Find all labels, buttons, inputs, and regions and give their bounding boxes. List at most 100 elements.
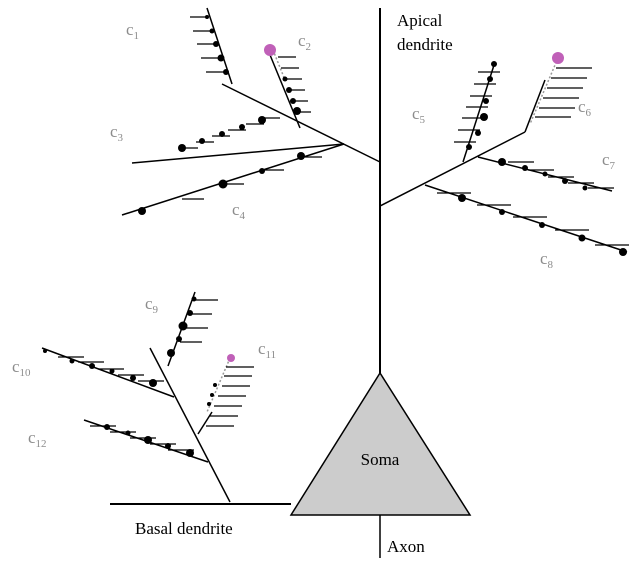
- c4-synapse: [297, 152, 305, 160]
- c9-synapse: [191, 296, 197, 302]
- c10-synapse: [109, 368, 115, 374]
- c12-synapse: [165, 443, 171, 449]
- c8-synapse: [499, 209, 505, 215]
- c10-synapse: [149, 379, 157, 387]
- cluster-index: 12: [36, 438, 47, 450]
- branch-c10: [41, 347, 175, 398]
- apical-dendrite-label-line2: dendrite: [397, 35, 453, 54]
- branch-upper-right: [379, 131, 526, 207]
- cluster-index: 7: [610, 160, 616, 172]
- cluster-index: 6: [586, 107, 592, 119]
- c4-synapse: [218, 179, 228, 189]
- c2-synapse: [286, 87, 292, 93]
- basal-dendrite-label: Basal dendrite: [135, 519, 233, 538]
- c10-synapse: [130, 375, 136, 381]
- branch-c11-solid: [197, 411, 213, 435]
- c1-synapse: [205, 15, 209, 19]
- c5-synapse: [487, 76, 493, 82]
- cluster-index: 9: [153, 304, 159, 316]
- cluster-letter: c: [412, 104, 420, 123]
- c9-synapse: [167, 349, 175, 357]
- apical-dendrite-label-line1: Apical: [397, 11, 443, 30]
- cluster-index: 8: [548, 259, 554, 271]
- cluster-index: 1: [134, 30, 140, 42]
- branch-c4: [121, 143, 345, 216]
- cluster-index: 2: [306, 41, 312, 53]
- branch-c6-dashed: [529, 57, 559, 125]
- cluster-index: 3: [118, 132, 124, 144]
- cluster-label-c12: c12: [28, 428, 47, 450]
- c8-synapse: [578, 234, 586, 242]
- c3-synapse: [258, 116, 266, 124]
- c8-synapse: [539, 222, 545, 228]
- cluster-label-c5: c5: [412, 104, 426, 126]
- cluster-letter: c: [298, 31, 306, 50]
- cluster-label-c4: c4: [232, 200, 246, 222]
- c7-synapse: [562, 178, 568, 184]
- c2-synapse: [290, 98, 296, 104]
- c12-synapse: [125, 430, 131, 436]
- c5-synapse: [483, 98, 489, 104]
- cluster-label-c7: c7: [602, 150, 616, 172]
- c9-synapse: [176, 336, 182, 342]
- cluster-label-c10: c10: [12, 357, 31, 379]
- c1-synapse: [217, 54, 225, 62]
- c1-synapse: [209, 28, 215, 34]
- cluster-letter: c: [232, 200, 240, 219]
- c12-synapse: [144, 436, 152, 444]
- cluster-index: 4: [240, 210, 246, 222]
- c4-synapse: [259, 168, 265, 174]
- cluster-letter: c: [28, 428, 36, 447]
- c10-synapse: [89, 363, 95, 369]
- c10-synapse: [43, 349, 47, 353]
- c3-synapse: [219, 131, 225, 137]
- c8-synapse: [458, 194, 466, 202]
- c8-synapse: [619, 248, 627, 256]
- c7-synapse: [498, 158, 506, 166]
- soma-label: Soma: [361, 450, 400, 469]
- branch-c3: [131, 143, 345, 164]
- c4-synapse: [138, 207, 146, 215]
- c6-highlight-synapse: [552, 52, 564, 64]
- branch-c6-solid: [524, 79, 546, 133]
- branch-basal-main: [149, 347, 231, 503]
- axon-label: Axon: [387, 537, 425, 556]
- c1-synapse: [223, 69, 229, 75]
- c5-synapse: [491, 61, 497, 67]
- cluster-letter: c: [602, 150, 610, 169]
- c5-synapse: [480, 113, 488, 121]
- c5-synapse: [475, 130, 481, 136]
- cluster-letter: c: [12, 357, 20, 376]
- cluster-letter: c: [258, 339, 266, 358]
- c9-synapse: [178, 321, 188, 331]
- c1-synapse: [213, 41, 219, 47]
- cluster-label-c11: c11: [258, 339, 276, 361]
- cluster-label-c3: c3: [110, 122, 124, 144]
- c12-synapse: [186, 449, 194, 457]
- cluster-index: 10: [20, 367, 32, 379]
- cluster-letter: c: [540, 249, 548, 268]
- c3-synapse: [178, 144, 186, 152]
- c2-highlight-synapse: [264, 44, 276, 56]
- branch-upper-left: [221, 83, 381, 163]
- branch-c8: [424, 184, 628, 253]
- cluster-label-c9: c9: [145, 294, 159, 316]
- c11-highlight-synapse: [227, 354, 235, 362]
- c2-synapse: [293, 107, 301, 115]
- c10-synapse: [69, 358, 75, 364]
- branch-c2-dashed: [272, 49, 286, 81]
- c11-synapse: [207, 402, 211, 406]
- cluster-label-c1: c1: [126, 20, 139, 42]
- synapse-markers: [43, 15, 629, 457]
- cluster-letter: c: [578, 97, 586, 116]
- c12-synapse: [104, 424, 110, 430]
- cluster-letter: c: [126, 20, 134, 39]
- cluster-label-c2: c2: [298, 31, 311, 53]
- c5-synapse: [466, 144, 472, 150]
- c3-synapse: [239, 124, 245, 130]
- c11-synapse: [210, 393, 214, 397]
- soma-body: [289, 371, 472, 516]
- cluster-label-c8: c8: [540, 249, 554, 271]
